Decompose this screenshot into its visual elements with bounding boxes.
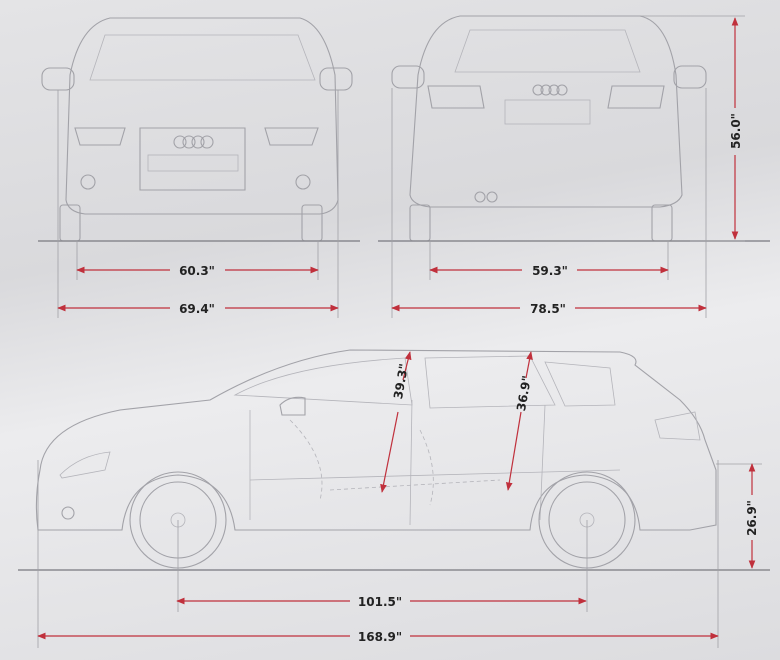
audi-rings-logo: [173, 135, 214, 149]
rear-headroom-dimension: [525, 351, 533, 379]
front-headroom-label: 39.3": [391, 362, 411, 400]
height-label: 56.0": [729, 113, 743, 149]
side-view-car: [35, 349, 717, 569]
rear-width-label: 78.5": [530, 302, 566, 316]
extension-lines: [37, 15, 762, 648]
front-track-label: 60.3": [179, 264, 215, 278]
front-headroom-dimension: [402, 351, 412, 381]
rear-headroom-label: 36.9": [514, 374, 534, 412]
rear-view-car: [391, 15, 707, 242]
ground-clearance-label: 26.9": [745, 500, 759, 536]
rear-track-label: 59.3": [532, 264, 568, 278]
length-label: 168.9": [358, 630, 402, 644]
front-width-label: 69.4": [179, 302, 215, 316]
front-view-car: [41, 17, 353, 242]
audi-rings-logo-rear: [532, 84, 568, 96]
wheelbase-label: 101.5": [358, 595, 402, 609]
